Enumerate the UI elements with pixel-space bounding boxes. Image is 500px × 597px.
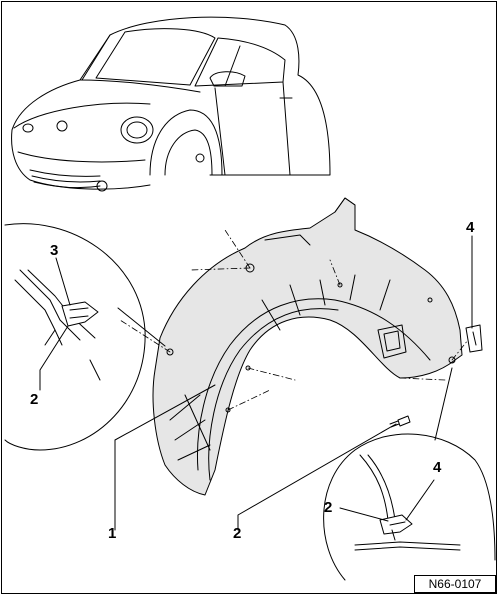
- callout-2-right: 2: [324, 499, 333, 516]
- callout-2-left: 2: [30, 391, 39, 408]
- callout-1: 1: [108, 525, 117, 542]
- detail-circle-left: [4, 223, 166, 451]
- figure-code: N66-0107: [414, 575, 496, 593]
- detail-circle-right: [323, 367, 496, 581]
- wheel-housing-liner: [152, 197, 463, 496]
- callout-4-right: 4: [433, 459, 442, 476]
- callout-2-center: 2: [233, 525, 242, 542]
- callout-3: 3: [50, 242, 59, 259]
- clip-nut-part: [465, 324, 483, 353]
- callout-leaders: [39, 235, 473, 531]
- callout-4-top: 4: [466, 219, 475, 236]
- car-illustration: [11, 16, 331, 192]
